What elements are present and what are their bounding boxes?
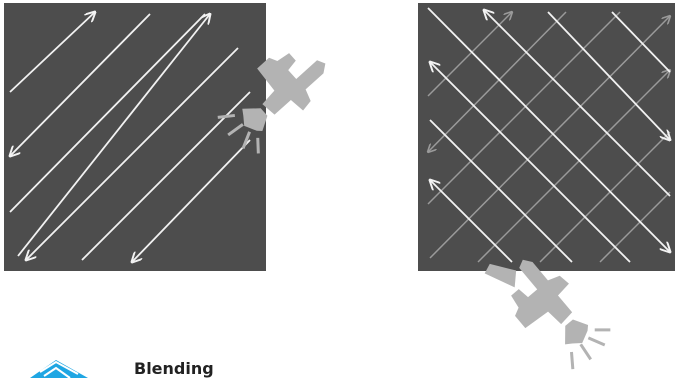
left-panel <box>4 3 266 271</box>
logo-icon <box>30 360 88 378</box>
caption: Blending <box>134 359 214 378</box>
